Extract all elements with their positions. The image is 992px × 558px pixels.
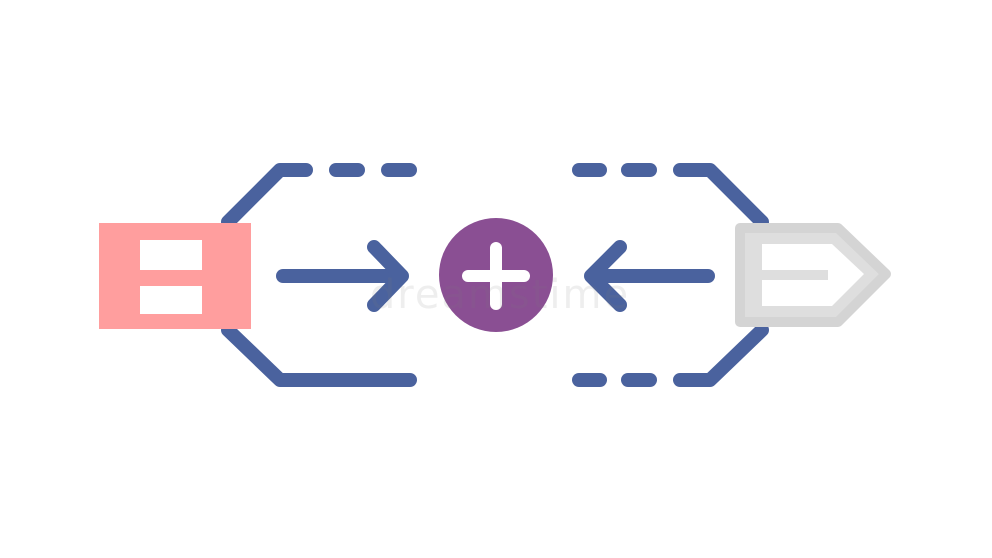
right-bracket <box>572 163 769 387</box>
plus-circle-icon <box>439 218 553 332</box>
left-bracket-upper-line <box>221 163 313 229</box>
left-block-slot-top <box>140 240 202 270</box>
left-split-block <box>99 223 251 329</box>
left-bracket <box>221 163 417 387</box>
left-bracket-lower-line <box>221 323 417 387</box>
arrow-right-icon <box>276 240 409 312</box>
right-bracket-lower-line <box>673 323 769 387</box>
arrow-left-icon <box>584 240 715 312</box>
right-bracket-upper-line <box>673 163 769 229</box>
pentagon-tag-icon <box>735 223 891 327</box>
left-block-slot-bottom <box>140 286 202 314</box>
